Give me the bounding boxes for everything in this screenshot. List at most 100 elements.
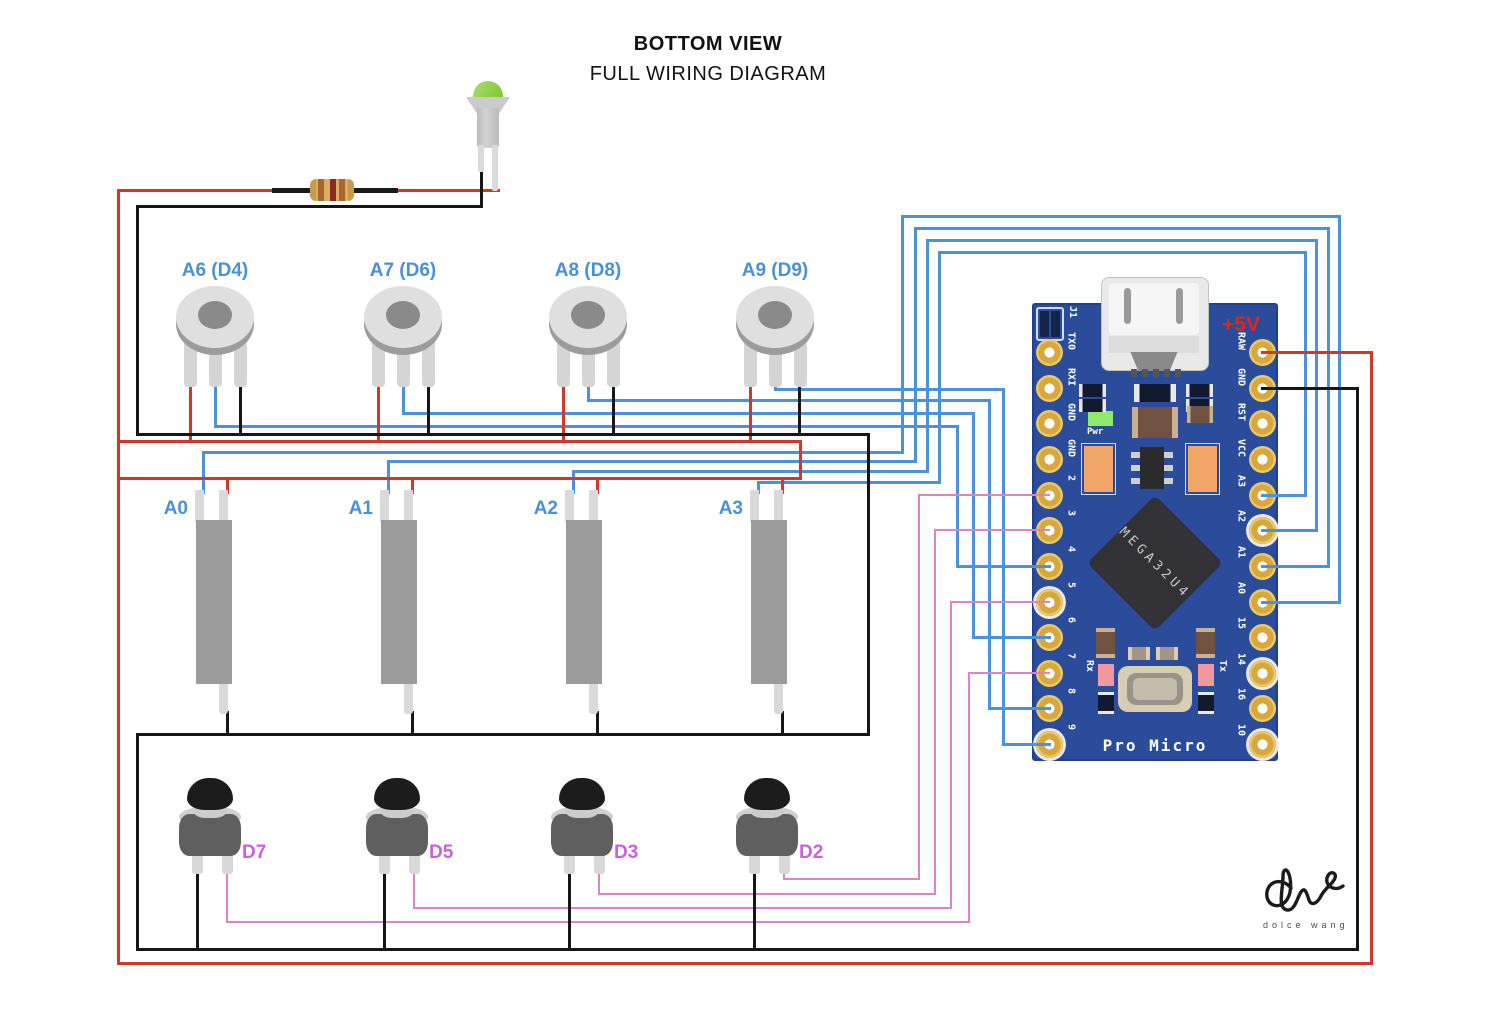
usb-pin-stub xyxy=(1164,369,1170,377)
power-wire-5v xyxy=(780,476,784,494)
pin-label-right: GND xyxy=(1235,368,1247,387)
smd-inductor xyxy=(1132,407,1178,438)
power-wire-5v xyxy=(116,476,802,480)
pin-label-right: 14 xyxy=(1235,653,1247,666)
power-wire-5v xyxy=(116,188,120,965)
potentiometer-4 xyxy=(730,262,820,392)
regulator-leg xyxy=(1131,478,1140,484)
pin-label-right: A0 xyxy=(1235,582,1247,595)
pot-leg-right xyxy=(233,340,247,387)
pin-pad-right xyxy=(1248,445,1276,473)
pin-pad-right xyxy=(1248,409,1276,437)
pin-label-left: 2 xyxy=(1065,475,1077,482)
slider-leg-bottom xyxy=(218,684,228,714)
pin-label-right: RAW xyxy=(1235,332,1247,351)
ground-wire xyxy=(135,732,870,736)
button-wire xyxy=(918,494,1050,496)
regulator-leg xyxy=(1164,452,1173,458)
usb-pin-stub xyxy=(1175,369,1181,377)
pin-pad-left xyxy=(1035,374,1063,402)
button-label: D2 xyxy=(799,842,824,863)
pwr-led xyxy=(1088,411,1113,426)
pin-label-left: GND xyxy=(1065,403,1077,422)
button-label: D7 xyxy=(242,842,267,863)
smd-capacitor xyxy=(1156,647,1178,660)
signal-wire xyxy=(1001,387,1005,746)
pushbutton-3 xyxy=(550,776,614,876)
pot-label: A7 (D6) xyxy=(369,260,437,281)
pin-pad-left xyxy=(1035,409,1063,437)
ground-wire xyxy=(382,868,386,951)
signal-wire xyxy=(900,214,1341,218)
smd-resistor xyxy=(1196,628,1215,658)
pin-label-right: RST xyxy=(1235,403,1247,422)
pin-pad-left xyxy=(1035,338,1063,366)
tantalum-capacitor xyxy=(1185,443,1220,495)
resistor-band xyxy=(310,179,316,201)
signal-wire xyxy=(955,424,959,568)
slider-leg-bottom xyxy=(588,684,598,714)
signal-wire xyxy=(401,411,975,415)
slider-label: A1 xyxy=(348,498,373,519)
j1-slot xyxy=(1040,311,1049,337)
signal-wire xyxy=(971,635,1051,639)
pin-label-right: VCC xyxy=(1235,439,1247,458)
slider-leg-top-left xyxy=(194,490,204,522)
regulator-leg xyxy=(1131,452,1140,458)
pot-leg-left xyxy=(743,340,757,387)
ground-wire xyxy=(479,168,483,208)
ground-wire xyxy=(135,947,1359,951)
signal-wire xyxy=(925,238,1318,242)
slider-leg-bottom xyxy=(773,684,783,714)
signal-wire xyxy=(925,238,929,473)
slider-leg-top-right xyxy=(588,490,598,522)
button-wire xyxy=(950,601,1050,603)
voltage-regulator xyxy=(1140,447,1164,489)
pin-label-left: 7 xyxy=(1065,653,1077,660)
pin-pad-right xyxy=(1248,623,1276,651)
pot-shaft-hole xyxy=(386,301,420,329)
pot-label: A6 (D4) xyxy=(181,260,249,281)
pin-label-right: 10 xyxy=(1235,724,1247,737)
slider-leg-top-right xyxy=(218,490,228,522)
pot-shaft-hole xyxy=(198,301,232,329)
slider-label: A2 xyxy=(533,498,558,519)
crystal-core xyxy=(1133,678,1177,700)
usb-pin-stub xyxy=(1131,369,1137,377)
ground-wire xyxy=(611,383,615,436)
pin-label-right: A2 xyxy=(1235,510,1247,523)
power-wire-5v xyxy=(410,476,414,494)
button-wire xyxy=(226,867,228,923)
power-wire-5v xyxy=(376,383,380,443)
pin-label-left: 8 xyxy=(1065,688,1077,695)
smd-resistor xyxy=(1096,628,1115,658)
pot-leg-left xyxy=(371,340,385,387)
power-wire-5v xyxy=(188,383,192,443)
usb-screw-left xyxy=(1124,288,1131,324)
rx-label: Rx xyxy=(1084,660,1095,673)
signal-wire xyxy=(213,383,217,428)
power-wire-5v xyxy=(561,383,565,443)
button-cap xyxy=(559,778,605,810)
power-wire-5v xyxy=(225,476,229,494)
resistor-band xyxy=(330,179,336,201)
pushbutton-2 xyxy=(365,776,429,876)
button-leg-left xyxy=(563,852,575,874)
regulator-leg xyxy=(1164,465,1173,471)
power-wire-5v xyxy=(595,476,599,494)
power-wire-5v xyxy=(1369,350,1373,965)
pin-pad-right xyxy=(1248,730,1276,758)
signal-wire xyxy=(571,469,929,473)
signal-wire xyxy=(586,383,590,402)
pin-label-left: TX0 xyxy=(1065,332,1077,351)
ground-wire xyxy=(797,383,801,436)
led-dome xyxy=(473,81,503,101)
pin-label-right: A3 xyxy=(1235,475,1247,488)
signal-wire xyxy=(1303,250,1307,497)
board-name: Pro Micro xyxy=(1102,736,1208,755)
ground-wire xyxy=(135,432,870,436)
signal-wire xyxy=(1314,238,1318,532)
resistor-lead-left xyxy=(272,188,314,193)
power-wire-5v xyxy=(116,439,802,443)
